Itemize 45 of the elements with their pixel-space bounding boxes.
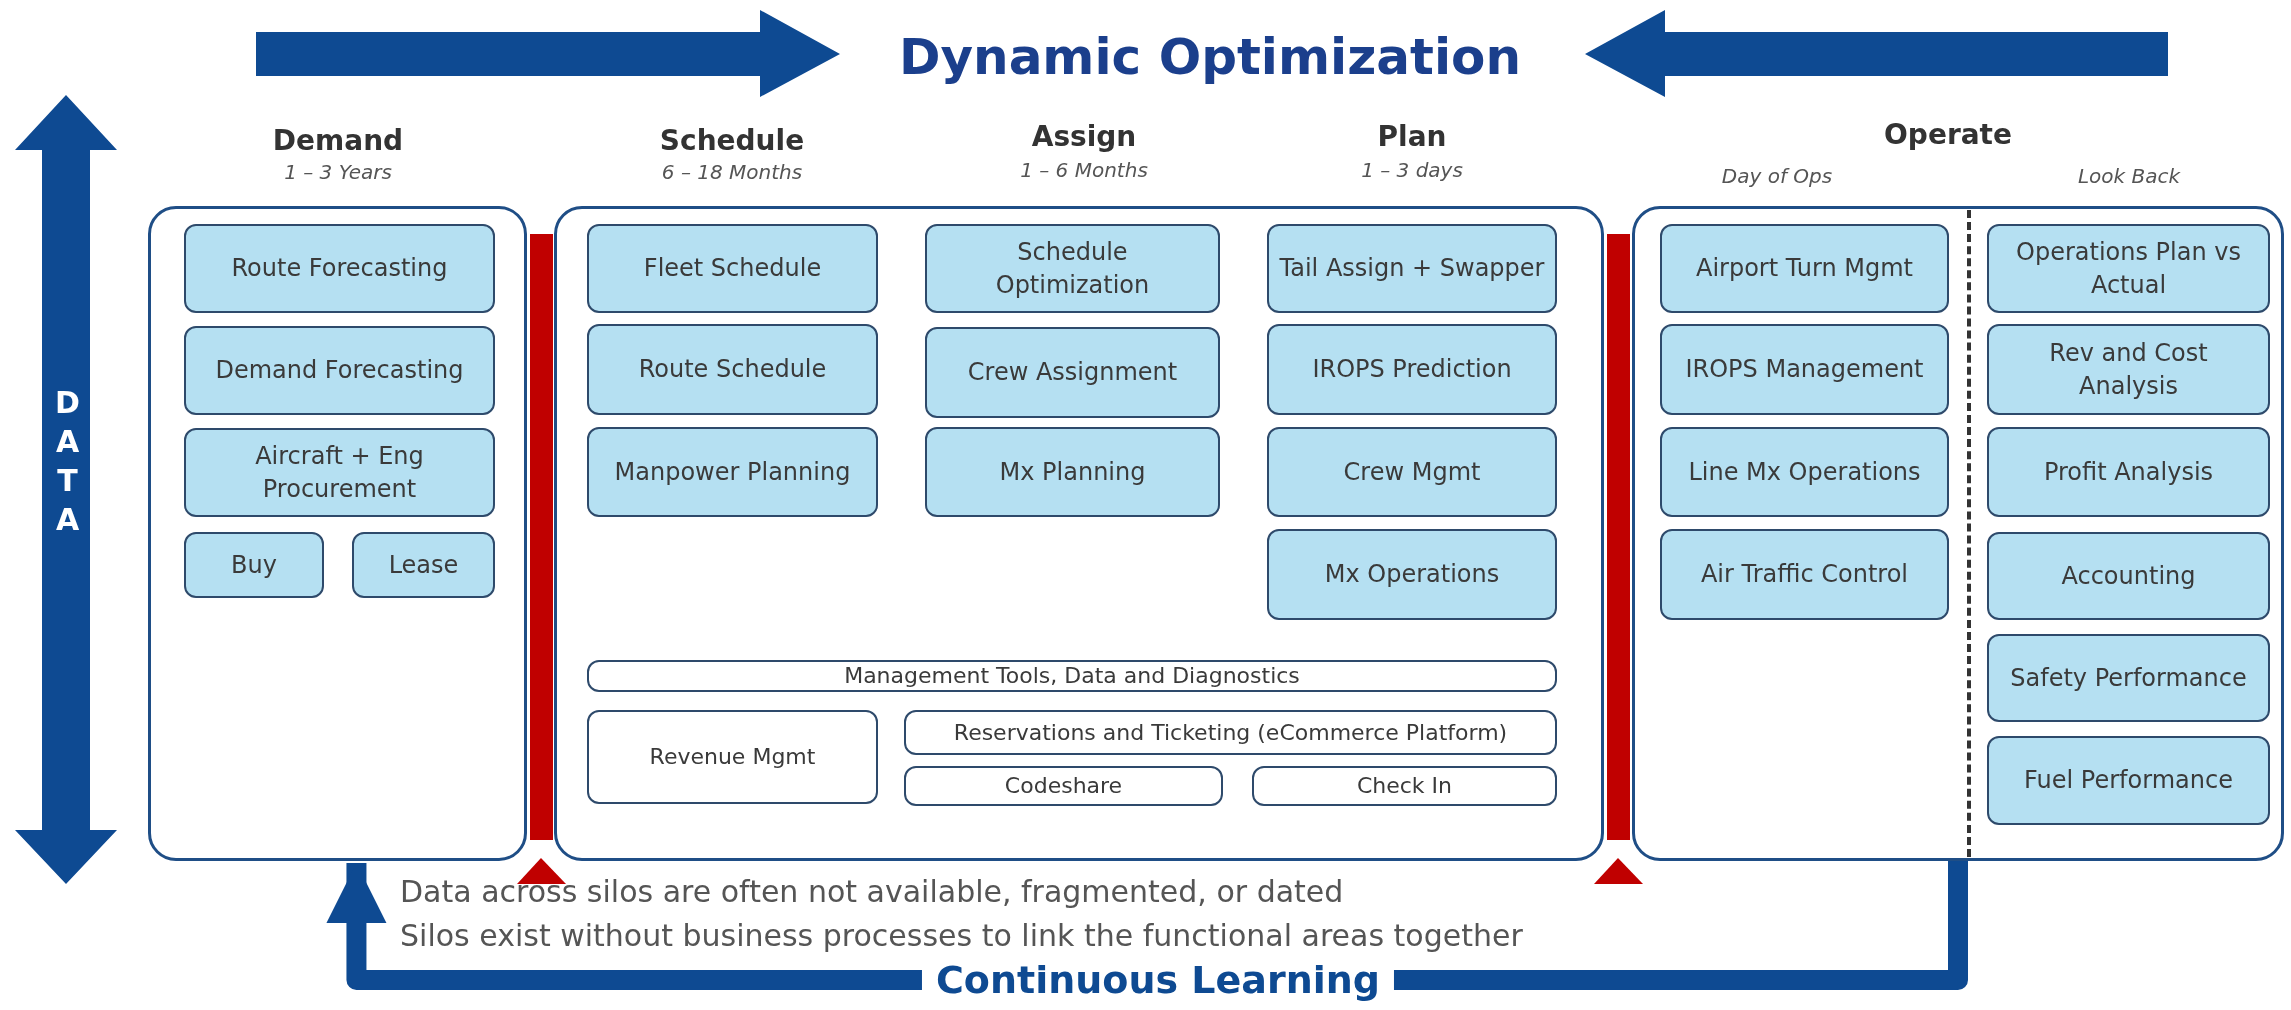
process-box: Fleet Schedule xyxy=(587,224,878,313)
note-text: Silos exist without business processes to link the functional areas together xyxy=(400,918,1523,953)
timeframe-label: 1 – 6 Months xyxy=(1020,158,1148,182)
process-box: Fuel Performance xyxy=(1987,736,2270,825)
process-box: Mx Operations xyxy=(1267,529,1557,620)
process-box: Route Forecasting xyxy=(184,224,495,313)
axis-label: DATA xyxy=(50,385,85,541)
process-box: IROPS Prediction xyxy=(1267,324,1557,415)
timeframe-label: Day of Ops xyxy=(1721,164,1833,188)
process-box: Operations Plan vs Actual xyxy=(1987,224,2270,313)
process-box: Line Mx Operations xyxy=(1660,427,1949,517)
process-box: Reservations and Ticketing (eCommerce Platform) xyxy=(904,710,1557,755)
process-box: Buy xyxy=(184,532,324,598)
column-heading: Assign xyxy=(1031,120,1137,153)
column-heading: Operate xyxy=(1884,118,2012,151)
process-box: Manpower Planning xyxy=(587,427,878,517)
process-box: Management Tools, Data and Diagnostics xyxy=(587,660,1557,692)
timeframe-label: 1 – 3 days xyxy=(1361,158,1463,182)
process-box: Air Traffic Control xyxy=(1660,529,1949,620)
process-box: Demand Forecasting xyxy=(184,326,495,415)
timeframe-label: Look Back xyxy=(2077,164,2181,188)
process-box: Tail Assign + Swapper xyxy=(1267,224,1557,313)
process-box: Safety Performance xyxy=(1987,634,2270,722)
column-heading: Plan xyxy=(1377,120,1447,153)
process-box: Rev and Cost Analysis xyxy=(1987,324,2270,415)
process-box: Profit Analysis xyxy=(1987,427,2270,517)
timeframe-label: 6 – 18 Months xyxy=(661,160,803,184)
process-box: IROPS Management xyxy=(1660,324,1949,415)
process-box: Check In xyxy=(1252,766,1557,806)
process-box: Aircraft + Eng Procurement xyxy=(184,428,495,517)
process-box: Lease xyxy=(352,532,495,598)
process-box: Revenue Mgmt xyxy=(587,710,878,804)
process-box: Schedule Optimization xyxy=(925,224,1220,313)
process-box: Crew Assignment xyxy=(925,327,1220,418)
column-heading: Schedule xyxy=(659,124,805,157)
timeframe-label: 1 – 3 Years xyxy=(284,160,392,184)
diagram-heading: Dynamic Optimization xyxy=(898,28,1522,86)
process-box: Airport Turn Mgmt xyxy=(1660,224,1949,313)
process-box: Accounting xyxy=(1987,532,2270,620)
process-box: Route Schedule xyxy=(587,324,878,415)
note-text: Data across silos are often not available, fragmented, or dated xyxy=(400,874,1344,909)
process-box: Mx Planning xyxy=(925,427,1220,517)
column-heading: Demand xyxy=(272,124,404,157)
process-box: Codeshare xyxy=(904,766,1223,806)
process-box: Crew Mgmt xyxy=(1267,427,1557,517)
